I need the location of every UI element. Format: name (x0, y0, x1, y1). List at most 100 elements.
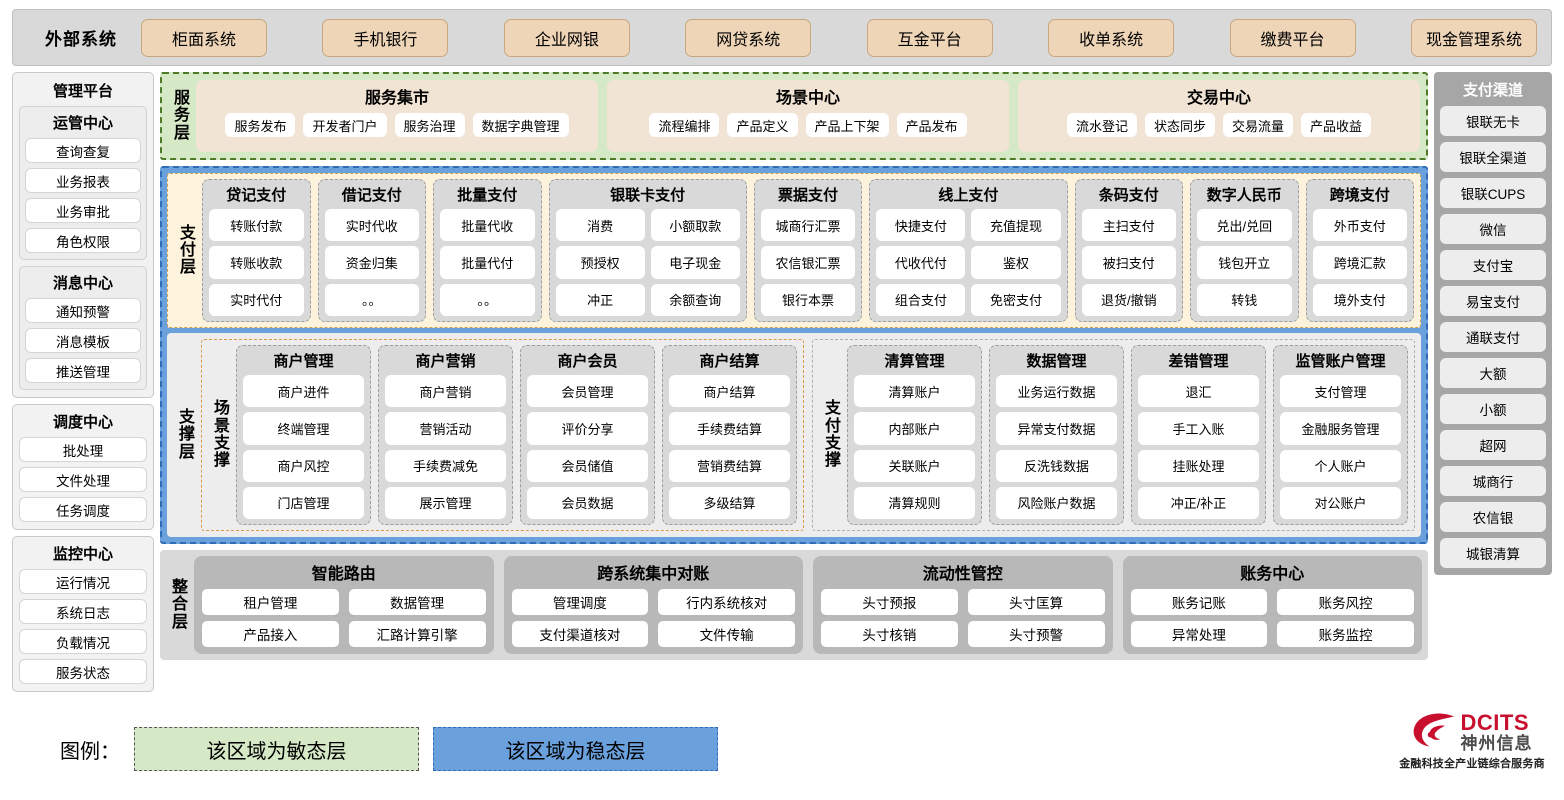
payment-item[interactable]: 转账付款 (209, 209, 304, 242)
support-item[interactable]: 商户营销 (385, 375, 506, 408)
service-item[interactable]: 产品收益 (1301, 113, 1372, 137)
management-item[interactable]: 系统日志 (19, 599, 147, 624)
payment-item[interactable]: 批量代付 (440, 246, 535, 279)
payment-item[interactable]: 免密支付 (971, 283, 1061, 316)
management-item[interactable]: 通知预警 (25, 298, 141, 323)
service-item[interactable]: 服务发布 (225, 113, 296, 137)
payment-channel-item[interactable]: 超网 (1440, 430, 1546, 460)
integration-item[interactable]: 管理调度 (511, 589, 649, 615)
payment-item[interactable]: 实时代付 (209, 283, 304, 316)
management-item[interactable]: 角色权限 (25, 228, 141, 253)
support-item[interactable]: 商户进件 (243, 375, 364, 408)
integration-item[interactable]: 支付渠道核对 (511, 621, 649, 647)
payment-channel-item[interactable]: 支付宝 (1440, 250, 1546, 280)
integration-item[interactable]: 行内系统核对 (658, 589, 795, 615)
support-item[interactable]: 支付管理 (1280, 375, 1401, 408)
payment-item[interactable]: 农信银汇票 (760, 246, 856, 279)
payment-item[interactable]: 外币支付 (1312, 209, 1408, 242)
support-item[interactable]: 退汇 (1138, 375, 1259, 408)
payment-channel-item[interactable]: 微信 (1440, 214, 1546, 244)
payment-item[interactable]: 主扫支付 (1081, 209, 1177, 242)
management-item[interactable]: 运行情况 (19, 569, 147, 594)
management-item[interactable]: 推送管理 (25, 358, 141, 383)
support-item[interactable]: 挂账处理 (1138, 449, 1259, 482)
payment-channel-item[interactable]: 通联支付 (1440, 322, 1546, 352)
support-item[interactable]: 会员管理 (527, 375, 648, 408)
management-item[interactable]: 任务调度 (19, 497, 147, 522)
integration-item[interactable]: 头寸预警 (967, 621, 1105, 647)
service-item[interactable]: 服务治理 (394, 113, 465, 137)
external-system-chip[interactable]: 现金管理系统 (1410, 18, 1537, 57)
payment-item[interactable]: 组合支付 (876, 283, 966, 316)
payment-item[interactable]: 被扫支付 (1081, 246, 1177, 279)
support-item[interactable]: 会员数据 (527, 486, 648, 519)
external-system-chip[interactable]: 网贷系统 (685, 18, 812, 57)
support-item[interactable]: 清算规则 (854, 486, 975, 519)
payment-item[interactable]: 鉴权 (971, 246, 1061, 279)
integration-item[interactable]: 账务监控 (1277, 621, 1414, 647)
service-item[interactable]: 产品定义 (727, 113, 798, 137)
external-system-chip[interactable]: 缴费平台 (1229, 18, 1356, 57)
payment-item[interactable]: 代收代付 (876, 246, 966, 279)
support-item[interactable]: 异常支付数据 (996, 412, 1117, 445)
support-item[interactable]: 手续费减免 (385, 449, 506, 482)
payment-item[interactable]: 退货/撤销 (1081, 283, 1177, 316)
integration-item[interactable]: 头寸核销 (821, 621, 958, 647)
payment-item[interactable]: 城商行汇票 (760, 209, 856, 242)
payment-item[interactable]: 充值提现 (971, 209, 1061, 242)
support-item[interactable]: 业务运行数据 (996, 375, 1117, 408)
payment-channel-item[interactable]: 大额 (1440, 358, 1546, 388)
payment-channel-item[interactable]: 银联全渠道 (1440, 142, 1546, 172)
payment-item[interactable]: 境外支付 (1312, 283, 1408, 316)
management-item[interactable]: 负载情况 (19, 629, 147, 654)
integration-item[interactable]: 账务记账 (1130, 589, 1268, 615)
external-system-chip[interactable]: 企业网银 (503, 18, 630, 57)
payment-item[interactable]: 快捷支付 (876, 209, 966, 242)
support-item[interactable]: 评价分享 (527, 412, 648, 445)
service-item[interactable]: 交易流量 (1223, 113, 1294, 137)
support-item[interactable]: 商户风控 (243, 449, 364, 482)
payment-item[interactable]: 小额取款 (650, 209, 740, 242)
support-item[interactable]: 清算账户 (854, 375, 975, 408)
management-item[interactable]: 查询查复 (25, 138, 141, 163)
payment-item[interactable]: 。。 (324, 283, 419, 316)
support-item[interactable]: 手续费结算 (669, 412, 790, 445)
service-item[interactable]: 产品上下架 (805, 113, 889, 137)
integration-item[interactable]: 产品接入 (202, 621, 339, 647)
integration-item[interactable]: 租户管理 (202, 589, 339, 615)
payment-channel-item[interactable]: 银联CUPS (1440, 178, 1546, 208)
integration-item[interactable]: 文件传输 (658, 621, 795, 647)
support-item[interactable]: 风险账户数据 (996, 486, 1117, 519)
management-item[interactable]: 消息模板 (25, 328, 141, 353)
support-item[interactable]: 冲正/补正 (1138, 486, 1259, 519)
support-item[interactable]: 金融服务管理 (1280, 412, 1401, 445)
management-item[interactable]: 批处理 (19, 437, 147, 462)
payment-channel-item[interactable]: 城商行 (1440, 466, 1546, 496)
payment-item[interactable]: 电子现金 (650, 246, 740, 279)
support-item[interactable]: 会员储值 (527, 449, 648, 482)
service-item[interactable]: 流程编排 (649, 113, 720, 137)
support-item[interactable]: 多级结算 (669, 486, 790, 519)
support-item[interactable]: 内部账户 (854, 412, 975, 445)
service-item[interactable]: 数据字典管理 (472, 113, 569, 137)
payment-item[interactable]: 钱包开立 (1197, 246, 1292, 279)
payment-item[interactable]: 实时代收 (324, 209, 419, 242)
payment-channel-item[interactable]: 农信银 (1440, 502, 1546, 532)
payment-item[interactable]: 银行本票 (760, 283, 856, 316)
management-item[interactable]: 业务审批 (25, 198, 141, 223)
external-system-chip[interactable]: 手机银行 (322, 18, 449, 57)
payment-channel-item[interactable]: 易宝支付 (1440, 286, 1546, 316)
support-item[interactable]: 反洗钱数据 (996, 449, 1117, 482)
integration-item[interactable]: 头寸预报 (821, 589, 958, 615)
payment-item[interactable]: 跨境汇款 (1312, 246, 1408, 279)
payment-item[interactable]: 资金归集 (324, 246, 419, 279)
payment-item[interactable]: 消费 (555, 209, 645, 242)
service-item[interactable]: 流水登记 (1066, 113, 1137, 137)
external-system-chip[interactable]: 收单系统 (1048, 18, 1175, 57)
service-item[interactable]: 产品发布 (896, 113, 967, 137)
service-item[interactable]: 开发者门户 (303, 113, 387, 137)
payment-channel-item[interactable]: 城银清算 (1440, 538, 1546, 568)
integration-item[interactable]: 账务风控 (1277, 589, 1414, 615)
payment-channel-item[interactable]: 银联无卡 (1440, 106, 1546, 136)
support-item[interactable]: 展示管理 (385, 486, 506, 519)
